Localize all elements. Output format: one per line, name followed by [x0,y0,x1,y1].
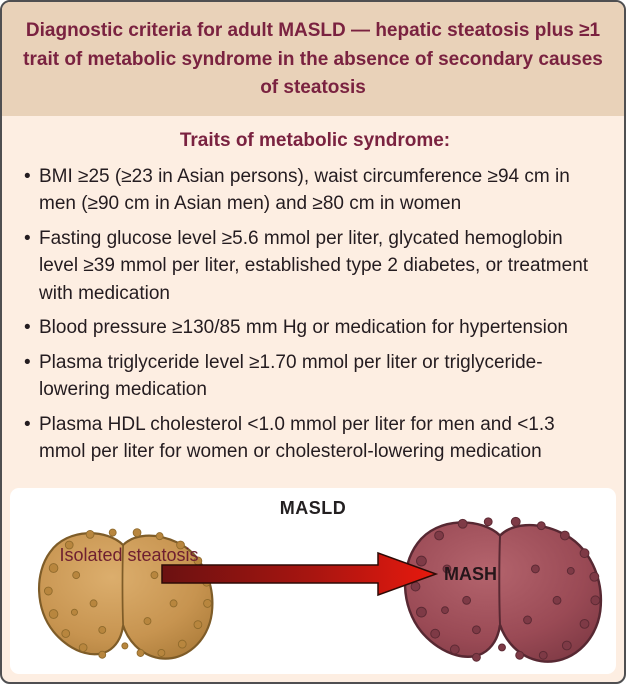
progression-arrow-icon [161,551,439,597]
masld-label: MASLD [279,498,347,518]
trait-item: • Plasma HDL cholesterol <1.0 mmol per l… [24,411,606,466]
bullet-dot: • [24,227,31,249]
trait-item: • Fasting glucose level ≥5.6 mmol per li… [24,225,606,308]
traits-list: • BMI ≥25 (≥23 in Asian persons), waist … [24,163,606,466]
bullet-dot: • [24,165,31,187]
trait-text: BMI ≥25 (≥23 in Asian persons), waist ci… [39,165,570,215]
liver-texture-bumps [410,516,601,662]
mash-label: MASH [444,564,497,584]
criteria-section: Traits of metabolic syndrome: • BMI ≥25 … [2,116,624,485]
bullet-dot: • [24,413,31,435]
trait-text: Plasma HDL cholesterol <1.0 mmol per lit… [39,413,555,463]
isolated-steatosis-label: Isolated steatosis [59,545,199,565]
traits-heading: Traits of metabolic syndrome: [179,129,451,151]
figure-title: Diagnostic criteria for adult MASLD — he… [23,20,603,98]
illustration-panel: MASLD [10,488,616,674]
figure-header: Diagnostic criteria for adult MASLD — he… [2,2,624,116]
trait-text: Plasma triglyceride level ≥1.70 mmol per… [39,351,543,401]
trait-item: • Plasma triglyceride level ≥1.70 mmol p… [24,349,606,404]
trait-item: • BMI ≥25 (≥23 in Asian persons), waist … [24,163,606,218]
trait-text: Blood pressure ≥130/85 mm Hg or medicati… [39,317,568,339]
liver-texture-bumps [43,528,212,659]
bullet-dot: • [24,351,31,373]
trait-item: • Blood pressure ≥130/85 mm Hg or medica… [24,314,606,342]
trait-text: Fasting glucose level ≥5.6 mmol per lite… [39,227,589,304]
bullet-dot: • [24,317,31,339]
mash-liver-illustration [403,516,603,663]
